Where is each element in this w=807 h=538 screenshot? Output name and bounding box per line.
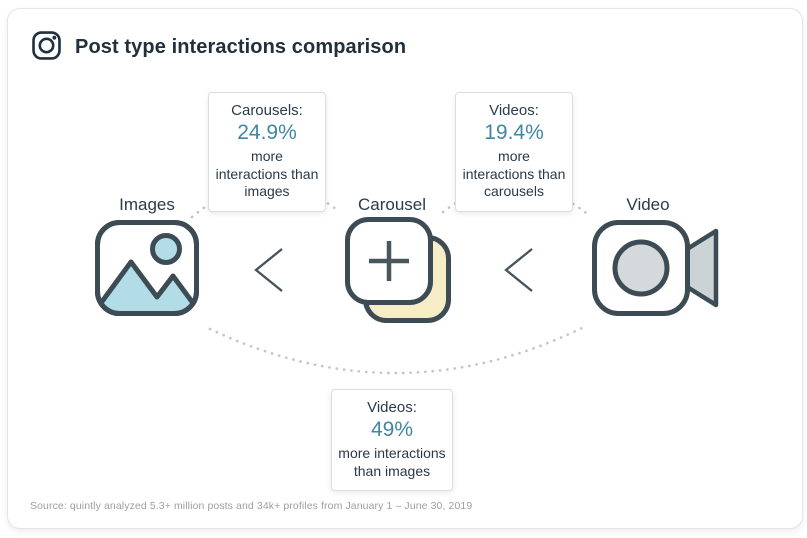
carousel-icon [345,217,451,323]
instagram-icon [31,30,62,61]
callout-value: 19.4% [484,121,544,144]
callout-value: 24.9% [237,121,297,144]
image-icon [95,220,199,316]
callout-description: more interactions than carousels [462,148,566,199]
callout-videos-vs-images: Videos: 49% more interactions than image… [331,389,453,491]
post-type-label-images: Images [119,195,175,214]
callout-label: Carousels: [231,102,303,119]
source-attribution: Source: quintly analyzed 5.3+ million po… [30,500,473,512]
video-camera-icon [592,220,722,316]
post-type-label-video: Video [626,195,670,214]
post-type-label-carousel: Carousel [357,195,427,214]
callout-description: more interactions than images [338,445,446,479]
callout-videos-vs-carousels: Videos: 19.4% more interactions than car… [455,92,573,212]
callout-description: more interactions than images [215,148,319,199]
callout-value: 49% [370,418,414,441]
page-title: Post type interactions comparison [75,36,407,58]
callout-label: Videos: [489,102,539,119]
callout-label: Videos: [367,399,417,416]
callout-carousels-vs-images: Carousels: 24.9% more interactions than … [208,92,326,212]
